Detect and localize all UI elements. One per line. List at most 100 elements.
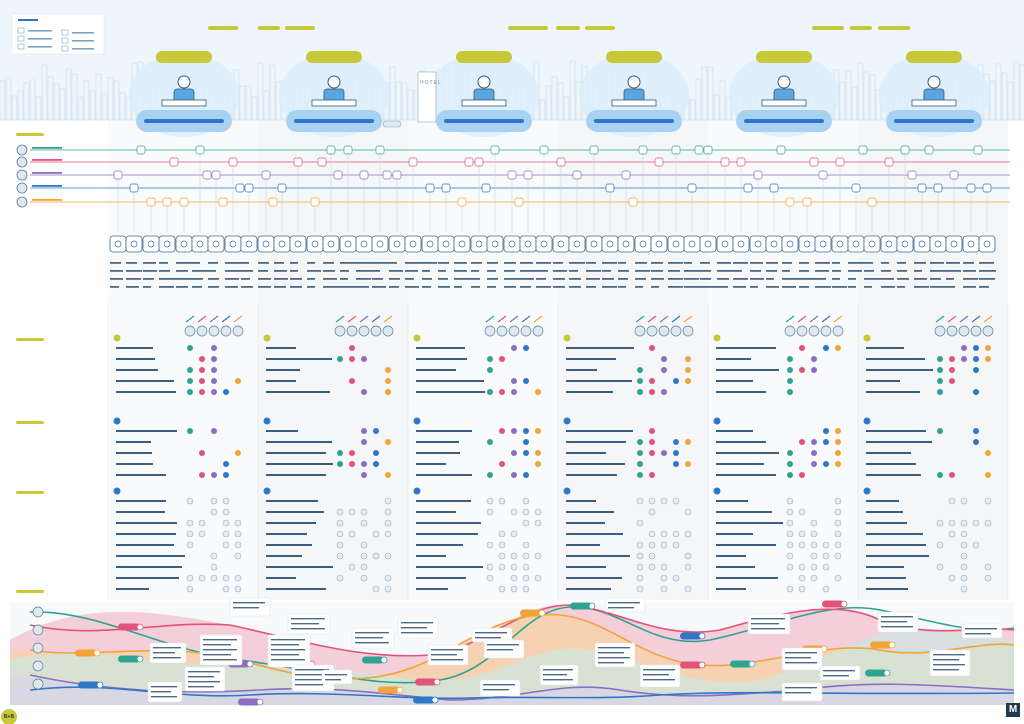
rating-dot: [948, 574, 956, 582]
activity-glyph: [458, 240, 466, 248]
section-text-line: [416, 588, 448, 590]
activity-text-line: [733, 270, 742, 272]
persona-head-icon: [796, 325, 808, 337]
legend-line: [28, 30, 52, 32]
legend-line: [28, 38, 52, 40]
touchpoint-icon: [720, 157, 730, 167]
rating-dot: [511, 472, 517, 478]
activity-text-line: [897, 262, 906, 264]
rating-dot: [486, 497, 494, 505]
rating-dot: [660, 563, 668, 571]
activity-icon: [388, 235, 406, 253]
persona-head-icon: [496, 325, 508, 337]
rating-dot: [937, 472, 943, 478]
activity-text-line: [307, 286, 315, 288]
rating-dot: [649, 450, 655, 456]
rating-dot: [498, 497, 506, 505]
skyline-building: [563, 96, 570, 121]
hotel-sign: HOTEL: [420, 80, 442, 86]
rating-dot: [187, 378, 193, 384]
activity-text-line: [733, 262, 748, 264]
activity-text-line: [454, 278, 471, 280]
rating-dot: [649, 389, 655, 395]
skyline-building: [125, 97, 132, 121]
rating-dot: [234, 585, 242, 593]
touchpoint-icon: [375, 145, 385, 155]
figure-head: [327, 75, 341, 89]
rating-dot: [985, 472, 991, 478]
stage-title-pill: [156, 51, 212, 63]
persona-curve-avatar: [32, 642, 44, 654]
section-marker-dot: [113, 417, 121, 425]
activity-text-line: [520, 286, 531, 288]
activity-text-line: [668, 286, 683, 288]
skyline-building: [689, 99, 696, 121]
rating-dot: [235, 450, 241, 456]
persona-head-icon: [520, 325, 532, 337]
persona-head-tag: [521, 315, 531, 323]
skyline-building: [389, 66, 396, 121]
emotion-curve-line: [29, 686, 1015, 700]
section-text-line: [116, 380, 174, 382]
rating-dot: [211, 367, 217, 373]
skyline-building: [59, 88, 66, 121]
rating-dot: [348, 530, 356, 538]
activity-text-line: [766, 286, 779, 288]
skyline-building: [17, 90, 24, 121]
emotion-pill-knob: [588, 602, 596, 610]
activity-text-line: [979, 262, 994, 264]
activity-glyph: [229, 240, 237, 248]
skyline-building: [107, 77, 114, 121]
touchpoint-icon: [924, 145, 934, 155]
callout-text-line: [487, 649, 513, 651]
callout-text-line: [295, 679, 329, 681]
rating-dot: [834, 497, 842, 505]
activity-icon: [913, 235, 931, 253]
persona-head-icon: [532, 325, 544, 337]
persona-head-tag: [647, 315, 657, 323]
rating-dot: [661, 356, 667, 362]
rating-dot: [222, 585, 230, 593]
activity-text-line: [323, 270, 335, 272]
rating-dot: [786, 519, 794, 527]
activity-icon: [585, 235, 603, 253]
activity-text-line: [372, 262, 389, 264]
activity-glyph: [475, 240, 483, 248]
header-title-dash: [208, 26, 238, 30]
activity-glyph: [491, 240, 499, 248]
rating-dot: [786, 563, 794, 571]
persona-avatar-icon: [16, 182, 28, 194]
rating-dot: [834, 508, 842, 516]
skyline-building: [725, 97, 732, 121]
rating-dot: [649, 472, 655, 478]
callout-text-line: [881, 621, 907, 623]
section-marker-dot: [713, 417, 721, 425]
activity-icon: [421, 235, 439, 253]
section-text-line: [116, 533, 176, 535]
activity-text-line: [979, 278, 995, 280]
section-text-line: [116, 358, 155, 360]
persona-head-icon: [658, 325, 670, 337]
rating-dot: [973, 428, 979, 434]
activity-icon: [847, 235, 865, 253]
callout-text-line: [751, 628, 785, 630]
rating-dot: [372, 585, 380, 593]
activity-text-line: [979, 286, 989, 288]
activity-text-line: [208, 262, 218, 264]
laptop-devices-icon: [311, 75, 357, 107]
callout-text-line: [271, 639, 305, 641]
section-text-line: [266, 500, 318, 502]
section-marker-dot: [863, 334, 871, 342]
activity-text-line: [307, 262, 315, 264]
activity-icon: [371, 235, 389, 253]
rating-dot: [337, 461, 343, 467]
section-label-dash: [16, 590, 44, 593]
activity-text-line: [815, 262, 830, 264]
persona-head-tag: [209, 315, 219, 323]
section-text-line: [566, 369, 597, 371]
rating-dot: [210, 497, 218, 505]
skyline-building: [29, 79, 36, 121]
activity-text-line: [864, 278, 881, 280]
activity-icon: [732, 235, 750, 253]
